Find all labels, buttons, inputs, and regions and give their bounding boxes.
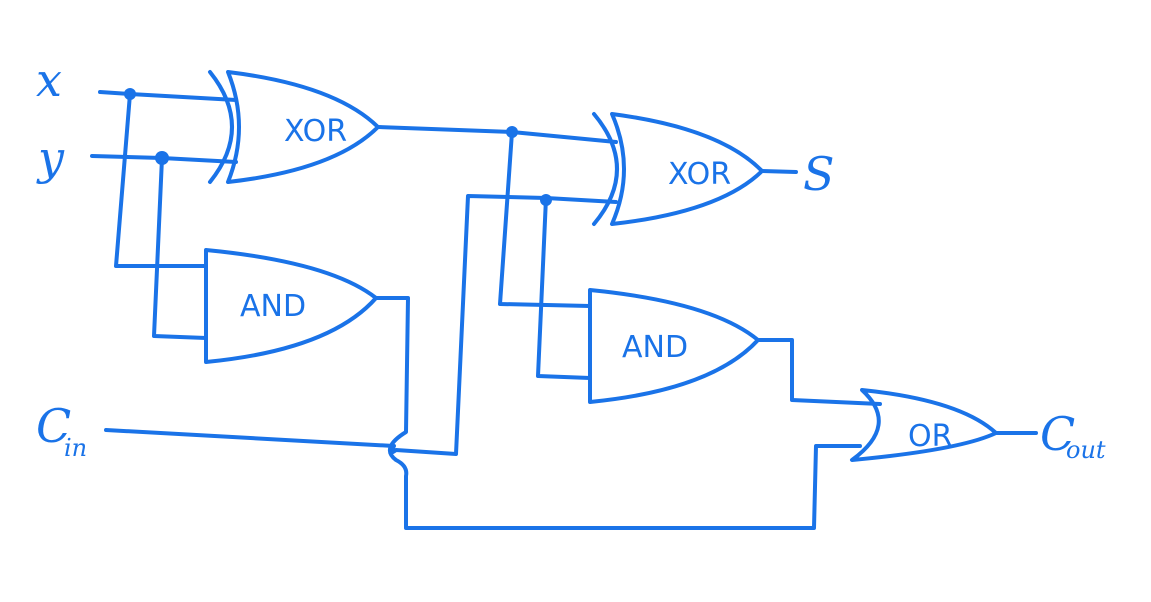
wire-x-to-xor1: [98, 90, 238, 102]
xor-gate-1-label: XOR: [284, 114, 347, 149]
input-x-label: x: [36, 53, 62, 107]
xor-gate-1-body: [226, 70, 380, 184]
or-gate: OR: [850, 388, 998, 462]
wire-and2-out-to-or: [756, 338, 882, 406]
and-gate-1-label: AND: [240, 289, 306, 324]
and-gate-2: AND: [588, 288, 760, 404]
xor-gate-1-back-curve: [208, 70, 234, 184]
input-cin-label: C in: [36, 399, 87, 462]
wire-xor2-out-to-s: [760, 169, 798, 174]
xor-gate-2: XOR: [592, 112, 764, 226]
output-s-label: S: [803, 147, 835, 201]
and-gate-2-label: AND: [622, 330, 688, 365]
wire-cin: [104, 194, 618, 456]
wire-and1-out-to-or: [374, 296, 862, 530]
junction-dot-x: [124, 88, 136, 100]
junction-dot-cin: [540, 194, 552, 206]
wire-xor1-out-to-xor2: [376, 125, 618, 144]
output-cout-main: C: [1040, 407, 1075, 461]
wire-x-to-and1: [114, 92, 208, 268]
xor-gate-1: XOR: [208, 70, 380, 184]
junction-dot-y: [155, 151, 169, 165]
or-gate-body: [850, 388, 998, 462]
wire-xor1-out-to-and2: [498, 130, 592, 308]
junction-dot-xor1-out: [506, 126, 518, 138]
wire-cin-to-and2: [536, 196, 592, 380]
xor-gate-2-label: XOR: [668, 157, 731, 192]
input-cin-subscript: in: [64, 434, 87, 462]
and-gate-1: AND: [204, 248, 378, 364]
wire-y-to-and1: [152, 156, 208, 340]
input-y-label: y: [36, 131, 65, 185]
input-cin-main: C: [36, 399, 71, 453]
xor-gate-2-back-curve: [592, 112, 619, 226]
output-cout-label: C out: [1040, 407, 1106, 464]
output-cout-subscript: out: [1066, 436, 1106, 464]
or-gate-label: OR: [908, 419, 952, 454]
xor-gate-2-body: [610, 112, 764, 226]
